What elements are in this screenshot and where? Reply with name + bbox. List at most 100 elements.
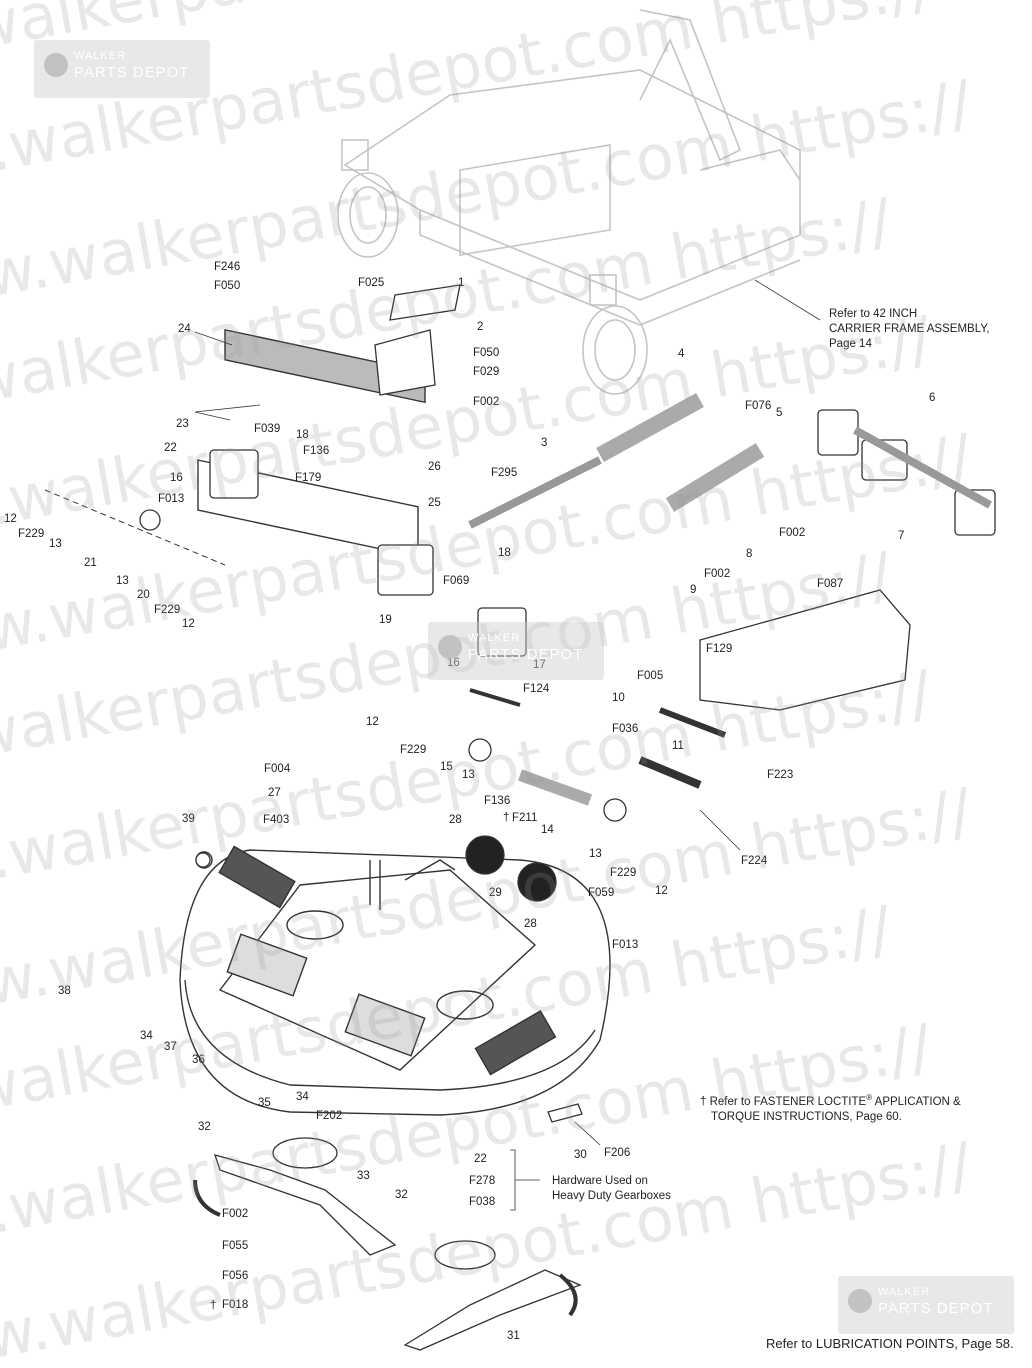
callout: 35 bbox=[258, 1097, 271, 1109]
callout: F223 bbox=[767, 769, 793, 781]
callout: F229 bbox=[610, 867, 636, 879]
callout: F029 bbox=[473, 366, 499, 378]
callout: F229 bbox=[18, 528, 44, 540]
callout: 17 bbox=[533, 659, 546, 671]
callout: F087 bbox=[817, 578, 843, 590]
callout: F136 bbox=[303, 445, 329, 457]
callout: F002 bbox=[222, 1208, 248, 1220]
callout: F013 bbox=[612, 939, 638, 951]
walker-logo-icon bbox=[44, 53, 68, 77]
callout: F039 bbox=[254, 423, 280, 435]
callout: F202 bbox=[316, 1110, 342, 1122]
callout: 22 bbox=[164, 442, 177, 454]
callout: 34 bbox=[296, 1091, 309, 1103]
callout: 27 bbox=[268, 787, 281, 799]
callout: 30 bbox=[574, 1149, 587, 1161]
callout: 37 bbox=[164, 1041, 177, 1053]
callout: F129 bbox=[706, 643, 732, 655]
callout: 4 bbox=[678, 348, 685, 360]
callout: F206 bbox=[604, 1147, 630, 1159]
callout: 13 bbox=[589, 848, 602, 860]
callout: 18 bbox=[498, 547, 511, 559]
walker-logo-icon bbox=[438, 635, 462, 659]
lubrication-note: Refer to LUBRICATION POINTS, Page 58. bbox=[766, 1336, 1014, 1351]
callout: F059 bbox=[588, 887, 614, 899]
callout: F246 bbox=[214, 261, 240, 273]
callout: F224 bbox=[741, 855, 768, 867]
callout: 26 bbox=[428, 461, 441, 473]
watermark-badge: WALKER PARTS DEPOT bbox=[34, 40, 210, 98]
callout: F295 bbox=[491, 467, 517, 479]
callout: F056 bbox=[222, 1270, 248, 1282]
callout: 23 bbox=[176, 418, 189, 430]
carrier-frame-reference: Refer to 42 INCH CARRIER FRAME ASSEMBLY,… bbox=[829, 307, 990, 352]
note-line: Hardware Used on bbox=[552, 1175, 648, 1187]
callout: F036 bbox=[612, 723, 638, 735]
callout-labels: F246 F050 F025 1 2 F050 F029 F002 24 23 … bbox=[4, 261, 935, 1342]
callout: F002 bbox=[473, 396, 499, 408]
callout: 12 bbox=[366, 716, 379, 728]
callout: 15 bbox=[440, 761, 453, 773]
callout: 29 bbox=[489, 887, 502, 899]
callout: 31 bbox=[507, 1330, 520, 1342]
callout: 16 bbox=[447, 657, 460, 669]
leader-lines bbox=[194, 279, 821, 1211]
callout: 13 bbox=[462, 769, 475, 781]
callout: F136 bbox=[484, 795, 510, 807]
callout: F002 bbox=[779, 527, 805, 539]
callout: 5 bbox=[776, 407, 782, 419]
callout: 38 bbox=[58, 985, 71, 997]
callout: 12 bbox=[655, 885, 668, 897]
callout: 9 bbox=[690, 584, 696, 596]
callout: 28 bbox=[524, 918, 537, 930]
callout: F050 bbox=[473, 347, 499, 359]
callout: 8 bbox=[746, 548, 752, 560]
note-line: CARRIER FRAME ASSEMBLY, bbox=[829, 323, 990, 335]
note-line: TORQUE INSTRUCTIONS, Page 60. bbox=[711, 1110, 902, 1123]
callout: 13 bbox=[49, 538, 62, 550]
carrier-frame-drawing bbox=[337, 9, 801, 395]
callout: F124 bbox=[523, 683, 550, 695]
callout: F002 bbox=[704, 568, 730, 580]
callout: 36 bbox=[192, 1054, 205, 1066]
callout: 21 bbox=[84, 557, 97, 569]
callout: F179 bbox=[295, 472, 321, 484]
callout: F229 bbox=[400, 744, 426, 756]
watermark-badge: WALKER PARTS DEPOT bbox=[838, 1276, 1014, 1334]
callout: 20 bbox=[137, 589, 150, 601]
callout: 18 bbox=[296, 429, 309, 441]
callout: F025 bbox=[358, 277, 384, 289]
walker-logo-icon bbox=[848, 1289, 872, 1313]
registered-mark: ® bbox=[866, 1093, 873, 1102]
callout: F055 bbox=[222, 1240, 248, 1252]
callout: 32 bbox=[395, 1189, 408, 1201]
callout: F229 bbox=[154, 604, 180, 616]
callout: F211 bbox=[512, 812, 537, 824]
badge-bottom-text: PARTS DEPOT bbox=[878, 1300, 994, 1317]
callout: 34 bbox=[140, 1030, 153, 1042]
callout: 19 bbox=[379, 614, 392, 626]
watermark-badge: WALKER PARTS DEPOT bbox=[428, 622, 604, 680]
callout: 28 bbox=[449, 814, 462, 826]
callout: 1 bbox=[458, 277, 464, 289]
dagger-mark: † bbox=[503, 812, 509, 824]
callout: 7 bbox=[898, 530, 904, 542]
callout: 3 bbox=[541, 437, 547, 449]
callout: F018 bbox=[222, 1299, 248, 1311]
callout: F278 bbox=[469, 1175, 495, 1187]
callout: F076 bbox=[745, 400, 771, 412]
callout: 24 bbox=[178, 323, 191, 335]
callout: 16 bbox=[170, 472, 183, 484]
callout: 33 bbox=[357, 1170, 370, 1182]
badge-top-text: WALKER bbox=[878, 1286, 931, 1298]
loctite-note: † Refer to FASTENER LOCTITE® APPLICATION… bbox=[700, 1090, 961, 1125]
components-drawing bbox=[44, 284, 996, 1351]
callout: 13 bbox=[116, 575, 129, 587]
callout: F069 bbox=[443, 575, 469, 587]
callout: 39 bbox=[182, 813, 195, 825]
callout: 14 bbox=[541, 824, 554, 836]
note-line: Page 14 bbox=[829, 338, 872, 350]
callout: F005 bbox=[637, 670, 663, 682]
callout: 2 bbox=[477, 321, 483, 333]
